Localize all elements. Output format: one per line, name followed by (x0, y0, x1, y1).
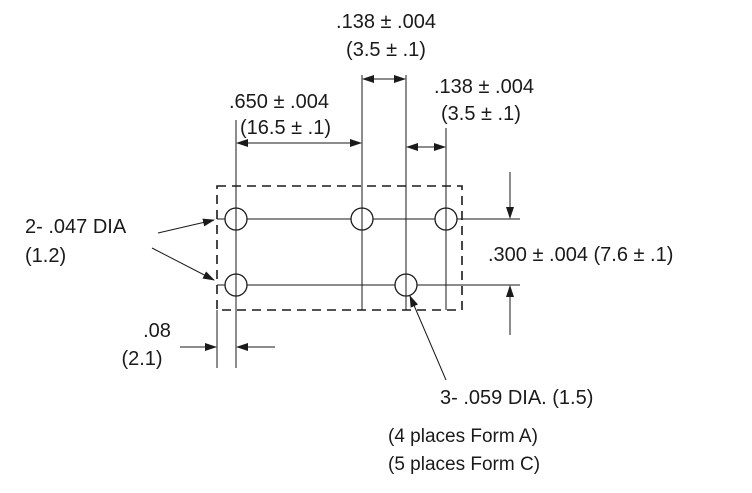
edge-offset-mm: (2.1) (121, 348, 162, 370)
hole-crosshairs (235, 208, 447, 296)
right-pitch-inch: .138 ± .004 (434, 76, 534, 98)
row-spacing-label: .300 ± .004 (7.6 ± .1) (488, 244, 673, 266)
large-hole-callout-line3: (5 places Form C) (388, 454, 540, 475)
top-pitch-mm: (3.5 ± .1) (346, 39, 426, 61)
small-hole-callout-line2: (1.2) (25, 245, 66, 267)
large-hole-leader (409, 295, 447, 381)
right-pitch-mm: (3.5 ± .1) (441, 103, 521, 125)
component-outline (216, 185, 463, 311)
large-hole-callout-line2: (4 places Form A) (388, 426, 538, 447)
small-hole-callout-line1: 2- .047 DIA (25, 216, 127, 238)
row-span-mm: (16.5 ± .1) (240, 117, 331, 139)
large-hole-callout-line1: 3- .059 DIA. (1.5) (440, 387, 593, 409)
top-pitch-inch: .138 ± .004 (336, 11, 436, 33)
edge-offset-inch: .08 (143, 320, 171, 342)
small-hole-leader-top (157, 218, 215, 234)
row-span-inch: .650 ± .004 (229, 91, 329, 113)
small-hole-leader-bottom (151, 247, 215, 281)
